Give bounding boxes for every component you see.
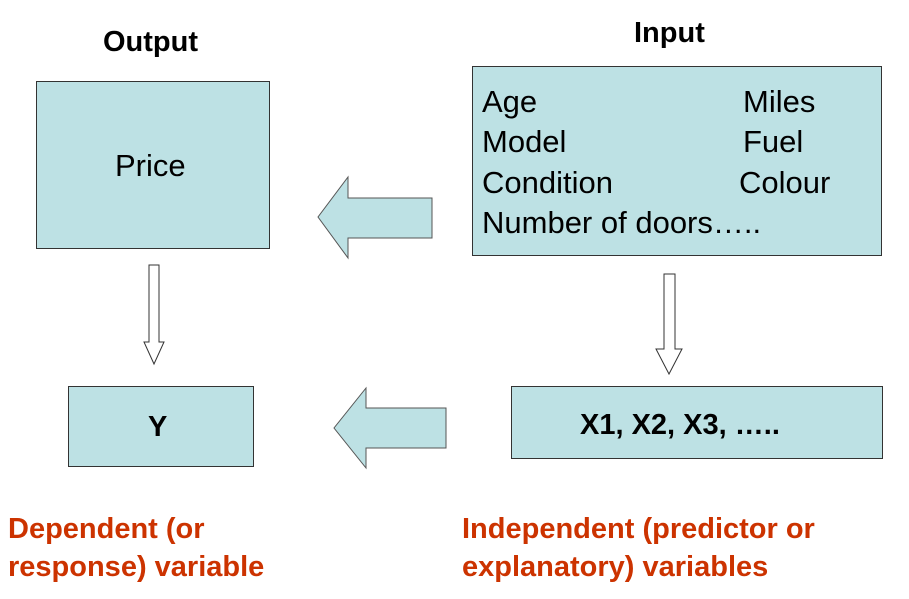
input-variables-box: Age Miles Model Fuel Condition Colour Nu… — [472, 66, 882, 256]
y-label: Y — [148, 411, 168, 443]
variable-age: Age — [482, 84, 538, 119]
independent-caption-line-1: Independent (predictor or — [462, 513, 815, 545]
left-arrow-input-to-output — [317, 175, 433, 260]
price-label: Price — [115, 148, 186, 183]
dependent-variable-caption: Dependent (or response) variable — [8, 510, 264, 586]
price-box: Price — [36, 81, 270, 249]
dependent-caption-line-2: response) variable — [8, 551, 265, 583]
independent-variables-caption: Independent (predictor or explanatory) v… — [462, 510, 815, 586]
output-heading: Output — [103, 26, 199, 58]
input-heading: Input — [634, 17, 705, 49]
variable-colour: Colour — [739, 165, 831, 200]
variable-number-of-doors: Number of doors….. — [482, 205, 762, 240]
x-variables-box: X1, X2, X3, ….. — [511, 386, 883, 459]
variable-condition: Condition — [482, 165, 613, 200]
down-arrow-input-to-x — [655, 273, 683, 376]
variable-model: Model — [482, 124, 567, 159]
independent-caption-line-2: explanatory) variables — [462, 551, 769, 583]
down-arrow-price-to-y — [143, 264, 165, 366]
dependent-caption-line-1: Dependent (or — [8, 513, 205, 545]
x-variables-label: X1, X2, X3, ….. — [580, 409, 780, 441]
variable-fuel: Fuel — [743, 124, 804, 159]
y-box: Y — [68, 386, 254, 467]
left-arrow-x-to-y — [333, 386, 447, 470]
variable-miles: Miles — [743, 84, 816, 119]
